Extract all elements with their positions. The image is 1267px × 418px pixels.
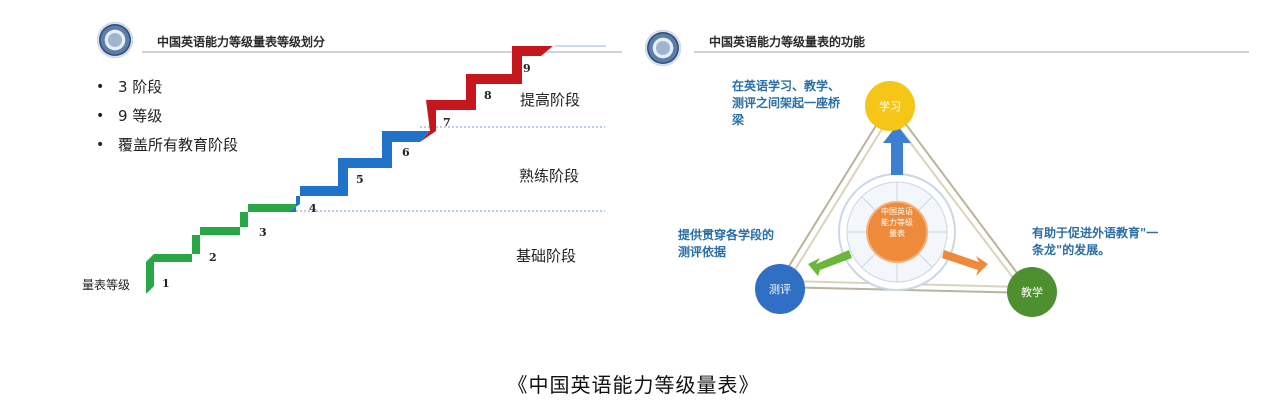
node-assessment-circle [755, 264, 805, 314]
level-label-4: 4 [309, 202, 317, 215]
association-logo [97, 22, 133, 58]
arrow-to-teaching [942, 250, 988, 276]
stage-label-proficient: 熟练阶段 [519, 167, 580, 185]
feature-bullet-list: 3 阶段 9 等级 覆盖所有教育阶段 [96, 76, 238, 163]
note-bridge: 在英语学习、教学、测评之间架起一座桥梁 [732, 79, 841, 127]
y-axis-label: 量表等级 [82, 278, 131, 292]
level-label-5: 5 [356, 173, 364, 186]
association-logo [645, 30, 681, 66]
arrow-to-assessment [808, 250, 852, 276]
node-teaching-circle [1007, 267, 1057, 317]
left-header-divider [142, 51, 622, 53]
arrow-to-learning [883, 125, 911, 175]
node-teaching-label: 教学 [1021, 285, 1043, 299]
bullet-item: 3 阶段 [96, 76, 238, 105]
function-triangle-diagram: 学习 测评 教学 [755, 81, 1057, 317]
stairs-advanced [420, 46, 553, 142]
stage-label-basic: 基础阶段 [516, 247, 577, 265]
scale-function-panel: 中国英语能力等级量表的功能 [632, 0, 1267, 340]
note-one-dragon: 有助于促进外语教育"一条龙"的发展。 [1032, 226, 1159, 257]
level-label-9: 9 [523, 62, 531, 75]
level-label-1: 1 [162, 277, 170, 290]
level-label-2: 2 [209, 251, 217, 264]
stage-label-advanced: 提高阶段 [520, 91, 581, 109]
node-learning-label: 学习 [879, 99, 901, 113]
right-header-title: 中国英语能力等级量表的功能 [709, 35, 866, 49]
bullet-item: 覆盖所有教育阶段 [96, 134, 238, 163]
level-label-3: 3 [259, 226, 267, 239]
stairs-proficient [288, 131, 430, 212]
staircase-diagram: 1 2 3 4 5 6 7 8 9 [146, 45, 606, 294]
level-label-6: 6 [402, 146, 410, 159]
node-assessment-label: 测评 [769, 283, 791, 296]
right-header-divider [694, 51, 1249, 53]
bullet-item: 9 等级 [96, 105, 238, 134]
stairs-basic [146, 204, 300, 294]
level-division-panel: 中国英语能力等级量表等级划分 3 阶段 9 等级 覆盖所有教育阶段 1 2 3 … [0, 0, 630, 340]
center-scale-label: 中国英语能力等级量表 [881, 207, 913, 238]
left-header-title: 中国英语能力等级量表等级划分 [157, 35, 326, 49]
note-assessment-basis: 提供贯穿各学段的测评依据 [678, 228, 775, 259]
figure-caption: 《中国英语能力等级量表》 [507, 373, 760, 397]
level-label-7: 7 [443, 116, 451, 129]
center-wheel [838, 173, 956, 291]
node-learning-circle [865, 81, 915, 131]
level-label-8: 8 [484, 89, 492, 102]
